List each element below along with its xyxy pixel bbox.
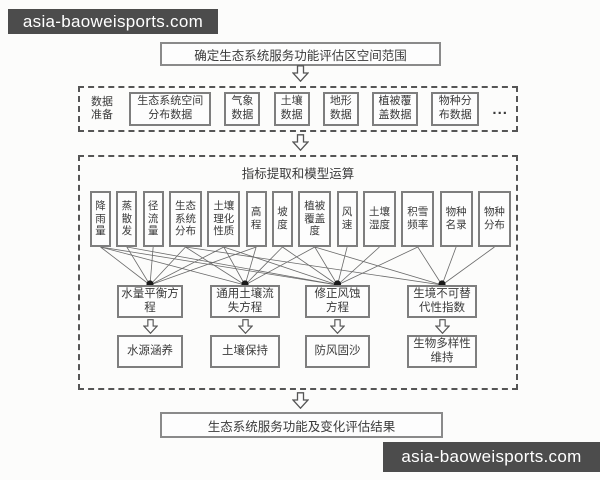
model-box: 通用土壤流失方程 bbox=[210, 285, 280, 318]
down-arrow-icon bbox=[237, 319, 253, 334]
indicator-box: 生态系统分布 bbox=[168, 191, 202, 247]
service-box: 土壤保持 bbox=[210, 335, 280, 368]
indicator-box: 物种分布 bbox=[477, 191, 511, 247]
indicator-box: 坡度 bbox=[271, 191, 293, 247]
dataset-box: 生态系统空间分布数据 bbox=[129, 92, 212, 126]
down-arrow-icon bbox=[330, 319, 345, 334]
down-arrow-icon bbox=[142, 319, 158, 334]
down-arrow-icon bbox=[434, 319, 450, 334]
indicator-box: 土壤湿度 bbox=[362, 191, 396, 247]
model-computation-title: 指标提取和模型运算 bbox=[241, 167, 355, 181]
service-box: 防风固沙 bbox=[305, 335, 370, 368]
dataset-box: 植被覆盖数据 bbox=[372, 92, 419, 126]
watermark-top: asia-baoweisports.com bbox=[8, 9, 218, 34]
indicator-box: 高程 bbox=[245, 191, 267, 247]
model-column: 水量平衡方程水源涵养 bbox=[117, 285, 183, 368]
model-box: 修正风蚀方程 bbox=[305, 285, 370, 318]
model-box: 生境不可替代性指数 bbox=[407, 285, 477, 318]
data-preparation-row: 数据准备 生态系统空间分布数据气象数据土壤数据地形数据植被覆盖数据物种分布数据.… bbox=[80, 88, 516, 130]
model-box: 水量平衡方程 bbox=[117, 285, 183, 318]
model-column: 通用土壤流失方程土壤保持 bbox=[210, 285, 280, 368]
indicator-box: 植被覆盖度 bbox=[298, 191, 332, 247]
ellipsis-label: ... bbox=[492, 100, 508, 118]
model-computation-section bbox=[78, 155, 518, 390]
service-box: 生物多样性维持 bbox=[407, 335, 477, 368]
model-column: 生境不可替代性指数生物多样性维持 bbox=[407, 285, 477, 368]
indicator-box: 蒸散发 bbox=[116, 191, 138, 247]
indicator-box: 降雨量 bbox=[90, 191, 111, 247]
watermark-bottom: asia-baoweisports.com bbox=[383, 442, 600, 472]
indicator-box: 积雪频率 bbox=[401, 191, 435, 247]
down-arrow-icon bbox=[292, 392, 309, 409]
evaluation-result-box: 生态系统服务功能及变化评估结果 bbox=[160, 412, 443, 438]
dataset-box: 土壤数据 bbox=[273, 92, 310, 126]
model-column: 修正风蚀方程防风固沙 bbox=[305, 285, 370, 368]
data-preparation-label: 数据准备 bbox=[91, 95, 113, 121]
down-arrow-icon bbox=[292, 65, 309, 82]
indicator-box: 风速 bbox=[336, 191, 358, 247]
indicator-box: 土壤理化性质 bbox=[207, 191, 241, 247]
service-box: 水源涵养 bbox=[117, 335, 183, 368]
dataset-box: 气象数据 bbox=[224, 92, 261, 126]
dataset-box: 地形数据 bbox=[322, 92, 359, 126]
scope-definition-box: 确定生态系统服务功能评估区空间范围 bbox=[160, 42, 441, 66]
indicator-row: 降雨量蒸散发径流量生态系统分布土壤理化性质高程坡度植被覆盖度风速土壤湿度积雪频率… bbox=[90, 191, 511, 247]
indicator-box: 径流量 bbox=[142, 191, 164, 247]
dataset-box: 物种分布数据 bbox=[431, 92, 480, 126]
data-preparation-section: 数据准备 生态系统空间分布数据气象数据土壤数据地形数据植被覆盖数据物种分布数据.… bbox=[78, 86, 518, 132]
indicator-box: 物种名录 bbox=[439, 191, 473, 247]
down-arrow-icon bbox=[292, 134, 309, 151]
